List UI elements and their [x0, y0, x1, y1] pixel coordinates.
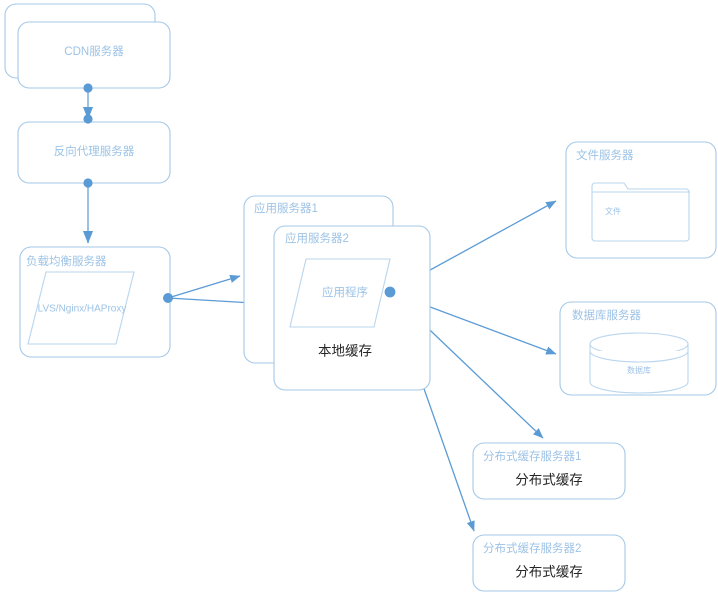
app-program-label: 应用程序	[322, 285, 368, 299]
node-reverse-proxy-server-label: 反向代理服务器	[54, 144, 135, 158]
node-app-server-2-label: 应用服务器2	[285, 231, 349, 245]
node-cache-server-1-label: 分布式缓存服务器1	[483, 449, 581, 463]
node-load-balancer-server-label: 负载均衡服务器	[26, 254, 107, 268]
node-app-server-2[interactable]: 应用服务器2 应用程序 本地缓存	[273, 225, 431, 391]
node-cache-server-2[interactable]: 分布式缓存服务器2 分布式缓存	[472, 534, 626, 592]
reverse-proxy-bottom-dot	[83, 178, 93, 188]
node-file-server-label: 文件服务器	[576, 148, 634, 162]
file-inner-label: 文件	[605, 206, 621, 216]
node-reverse-proxy-server[interactable]: 反向代理服务器	[17, 121, 171, 184]
database-inner-label: 数据库	[627, 365, 651, 375]
node-cache-server-2-label: 分布式缓存服务器2	[483, 541, 581, 555]
node-cdn-server[interactable]: CDN服务器	[17, 21, 171, 89]
node-app-server-1-label: 应用服务器1	[254, 201, 318, 215]
local-cache-label: 本地缓存	[318, 344, 372, 359]
node-cache-server-1[interactable]: 分布式缓存服务器1 分布式缓存	[472, 442, 626, 500]
database-cylinder-icon	[589, 332, 689, 394]
load-balancer-hub-dot	[163, 293, 173, 303]
load-balancer-inner-label: LVS/Nginx/HAProxy	[38, 304, 127, 315]
node-database-server[interactable]: 数据库服务器 数据库	[559, 301, 717, 396]
load-balancer-process-shape	[27, 271, 135, 345]
node-load-balancer-server[interactable]: 负载均衡服务器 LVS/Nginx/HAProxy	[19, 246, 171, 358]
app-server-hub-dot	[384, 286, 396, 298]
node-cdn-server-label: CDN服务器	[64, 44, 124, 58]
cdn-connector-dot	[83, 83, 93, 93]
app-program-shape	[289, 258, 391, 328]
reverse-proxy-top-dot	[83, 114, 93, 124]
cache-server-2-inner-label: 分布式缓存	[515, 565, 583, 580]
node-database-server-label: 数据库服务器	[572, 308, 641, 322]
edge-load-balancer-to-app-server-1	[167, 274, 241, 299]
node-file-server[interactable]: 文件服务器 文件	[565, 141, 717, 259]
cache-server-1-inner-label: 分布式缓存	[515, 473, 583, 488]
